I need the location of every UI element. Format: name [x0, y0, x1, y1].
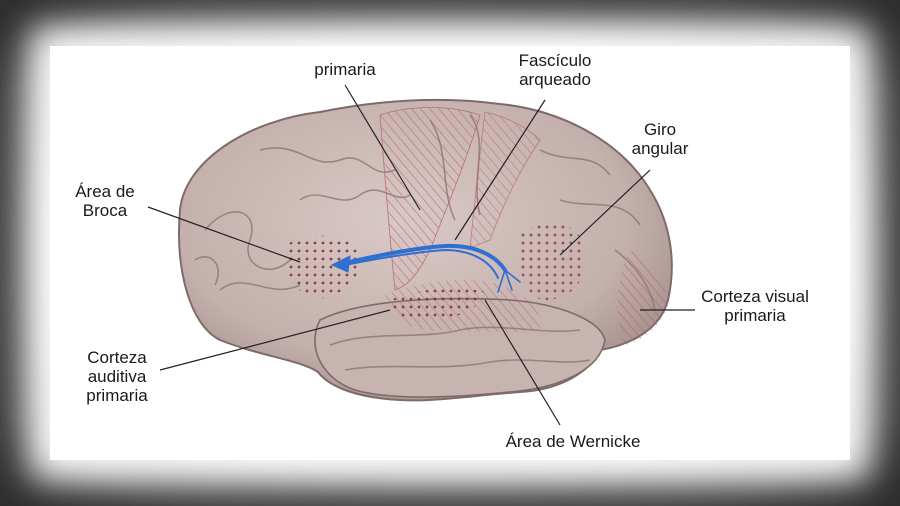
- arcuate-fasciculus-pathway: [330, 243, 521, 293]
- visual-cortex-region: [618, 250, 668, 345]
- label-arcuate-fasciculus: Fascículo arqueado: [518, 51, 592, 89]
- somatosensory-region: [469, 111, 541, 249]
- broca-region: [284, 235, 361, 299]
- leader-broca: [147, 206, 301, 263]
- label-auditory-cortex: Corteza auditiva primaria: [86, 348, 148, 405]
- motor-cortex-region: [379, 107, 481, 291]
- angular-gyrus-region: [518, 223, 586, 300]
- leader-angular: [559, 169, 651, 256]
- label-angular-gyrus: Giro angular: [631, 120, 689, 158]
- label-wernicke-area: Área de Wernicke: [505, 432, 641, 451]
- label-visual-cortex: Corteza visual primaria: [701, 287, 809, 325]
- label-motor-primary: primaria: [314, 60, 376, 79]
- label-broca-area: Área de Broca: [75, 182, 135, 220]
- leader-auditory: [159, 309, 391, 371]
- leader-wernicke: [484, 299, 561, 426]
- leader-arcuate: [454, 99, 546, 241]
- wernicke-dots: [390, 288, 485, 322]
- leader-motor: [344, 84, 421, 211]
- leader-lines: [147, 84, 695, 426]
